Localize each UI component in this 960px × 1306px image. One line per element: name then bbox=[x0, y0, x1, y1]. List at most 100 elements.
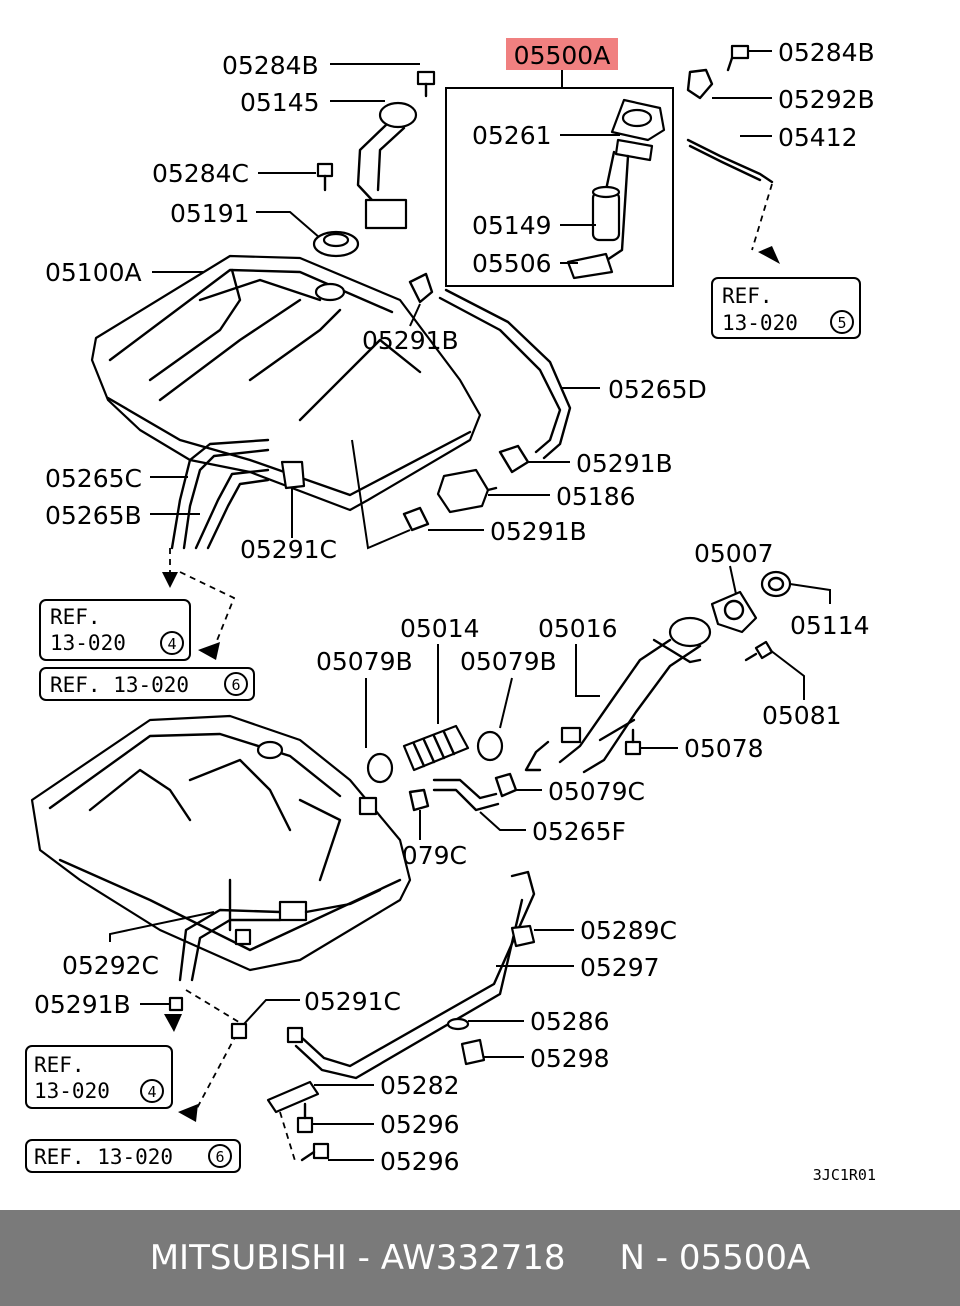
label-05291c-b[interactable]: 05291C bbox=[304, 987, 401, 1016]
ref-box-6[interactable] bbox=[25, 1139, 241, 1173]
bellows-hose-part bbox=[402, 724, 470, 772]
label-05506[interactable]: 05506 bbox=[472, 249, 552, 278]
label-05081[interactable]: 05081 bbox=[762, 701, 842, 730]
ref-circle bbox=[208, 1144, 232, 1168]
ref-text: 13-020 bbox=[722, 311, 798, 335]
arrow-icon bbox=[178, 1104, 198, 1122]
leader bbox=[729, 565, 737, 595]
ref-circle-number: 4 bbox=[167, 635, 176, 653]
label-05298[interactable]: 05298 bbox=[530, 1044, 610, 1073]
label-05412[interactable]: 05412 bbox=[778, 123, 858, 152]
arrow-icon bbox=[164, 1014, 182, 1032]
label-05297[interactable]: 05297 bbox=[580, 953, 660, 982]
label-05265f[interactable]: 05265F bbox=[532, 817, 626, 846]
bracket-part bbox=[266, 1080, 320, 1114]
clamp-part bbox=[230, 1022, 248, 1040]
label-05186[interactable]: 05186 bbox=[556, 482, 636, 511]
ref-dashed-line bbox=[179, 571, 236, 649]
ref-circle-number: 6 bbox=[215, 1148, 224, 1166]
ref-box-4[interactable] bbox=[39, 599, 191, 661]
ref-circle-number: 4 bbox=[147, 1083, 156, 1101]
pump-assembly-box bbox=[445, 87, 674, 287]
ref-text: REF. bbox=[722, 284, 773, 308]
vapor-line-part bbox=[178, 878, 382, 982]
label-05191[interactable]: 05191 bbox=[170, 199, 250, 228]
ref-dashed-line bbox=[751, 183, 773, 251]
label-05265b[interactable]: 05265B bbox=[45, 501, 142, 530]
arrow-icon bbox=[198, 642, 220, 660]
ref-dashed-line bbox=[279, 1111, 297, 1165]
ref-circle bbox=[224, 672, 248, 696]
bolt-part bbox=[726, 44, 750, 72]
leader bbox=[243, 999, 300, 1025]
filler-neck-part bbox=[524, 616, 712, 774]
label-05149[interactable]: 05149 bbox=[472, 211, 552, 240]
footer-bar bbox=[0, 1210, 960, 1306]
ref-text: 13-020 bbox=[34, 1079, 110, 1103]
bolt-part bbox=[316, 162, 334, 192]
leader bbox=[409, 303, 421, 327]
label-05289c[interactable]: 05289C bbox=[580, 916, 677, 945]
ref-circle-number: 5 bbox=[837, 314, 846, 332]
label-05500a[interactable]: 05500A bbox=[514, 41, 611, 70]
label-05284b-top[interactable]: 05284B bbox=[222, 51, 319, 80]
label-05296-a[interactable]: 05296 bbox=[380, 1110, 460, 1139]
label-05016[interactable]: 05016 bbox=[538, 614, 618, 643]
hose-part bbox=[438, 288, 572, 460]
ref-circle bbox=[830, 310, 854, 334]
label-05079b-b[interactable]: 05079B bbox=[460, 647, 557, 676]
bolt-part bbox=[744, 640, 774, 662]
label-05284c[interactable]: 05284C bbox=[152, 159, 249, 188]
label-05079c-a[interactable]: 05079C bbox=[548, 777, 645, 806]
label-05292c[interactable]: 05292C bbox=[62, 951, 159, 980]
filter-part bbox=[436, 468, 498, 514]
arrow-icon bbox=[162, 572, 178, 588]
label-05100a[interactable]: 05100A bbox=[45, 258, 142, 287]
label-05291b-a[interactable]: 05291B bbox=[362, 326, 459, 355]
label-05261[interactable]: 05261 bbox=[472, 121, 552, 150]
ref-circle-number: 6 bbox=[231, 676, 240, 694]
fuel-gauge-unit-part bbox=[356, 101, 418, 230]
leader bbox=[109, 911, 215, 942]
label-05291b-c[interactable]: 05291B bbox=[490, 517, 587, 546]
ref-box-6[interactable] bbox=[39, 667, 255, 701]
ref-box-5[interactable] bbox=[711, 277, 861, 339]
fuel-line-part bbox=[686, 138, 774, 184]
label-05296-b[interactable]: 05296 bbox=[380, 1147, 460, 1176]
label-05114[interactable]: 05114 bbox=[790, 611, 870, 640]
label-05265d[interactable]: 05265D bbox=[608, 375, 707, 404]
label-05265c[interactable]: 05265C bbox=[45, 464, 142, 493]
leader bbox=[769, 649, 805, 700]
filler-gasket-part bbox=[710, 590, 758, 634]
clamp-part bbox=[402, 506, 430, 532]
bolt-part bbox=[624, 728, 642, 756]
bolt-part bbox=[296, 1102, 314, 1134]
ref-circle bbox=[160, 631, 184, 655]
ref-text: REF. bbox=[50, 605, 101, 629]
arrow-icon bbox=[758, 246, 780, 264]
fuel-cap-part bbox=[760, 570, 792, 598]
bolt-part bbox=[416, 70, 436, 98]
clamp-part bbox=[280, 460, 306, 490]
label-05078[interactable]: 05078 bbox=[684, 734, 764, 763]
fuel-pump-part bbox=[566, 150, 630, 280]
fuel-tank-upper bbox=[90, 254, 482, 512]
label-05291b-d[interactable]: 05291B bbox=[34, 990, 131, 1019]
label-05291b-b[interactable]: 05291B bbox=[576, 449, 673, 478]
label-05079b-a[interactable]: 05079B bbox=[316, 647, 413, 676]
label-05284b-right[interactable]: 05284B bbox=[778, 38, 875, 67]
label-05286[interactable]: 05286 bbox=[530, 1007, 610, 1036]
label-05292b[interactable]: 05292B bbox=[778, 85, 875, 114]
label-05282[interactable]: 05282 bbox=[380, 1071, 460, 1100]
label-05145[interactable]: 05145 bbox=[240, 88, 320, 117]
grommet-part bbox=[446, 1017, 470, 1031]
leader bbox=[499, 677, 513, 729]
label-05014[interactable]: 05014 bbox=[400, 614, 480, 643]
ref-text: REF. 13-020 bbox=[50, 673, 189, 697]
leader bbox=[789, 583, 831, 604]
ref-circle bbox=[140, 1079, 164, 1103]
ref-box-4[interactable] bbox=[25, 1045, 173, 1109]
pump-flange-part bbox=[610, 98, 666, 162]
label-05007[interactable]: 05007 bbox=[694, 539, 774, 568]
label-05291c-a[interactable]: 05291C bbox=[240, 535, 337, 564]
